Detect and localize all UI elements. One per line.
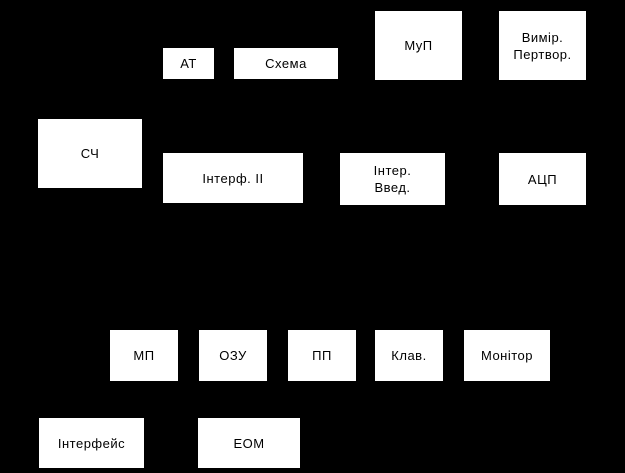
diagram-box-sch: СЧ [38,119,142,188]
box-label: МуП [404,38,433,53]
box-label: Інтер. Введ. [373,163,412,195]
box-label: АЦП [527,171,558,187]
diagram-box-monitor: Монітор [464,330,550,381]
diagram-box-interfeys: Інтерфейс [39,418,144,468]
box-label: Інтерфейс [57,435,126,451]
diagram-box-vymir-pertvor: Вимір. Пертвор. [499,11,586,80]
box-label: МП [133,348,155,363]
box-label: Клав. [391,348,427,363]
diagram-box-pp: ПП [288,330,356,381]
box-label: АТ [180,56,197,71]
diagram-box-eom: ЕОМ [198,418,300,468]
diagram-box-ozu: ОЗУ [199,330,267,381]
diagram-box-skhema: Схема [234,48,338,79]
box-label: Інтерф. ІІ [202,170,264,186]
diagram-box-interf-ii: Інтерф. ІІ [163,153,303,203]
box-label: СЧ [80,146,100,161]
diagram-box-mp: МП [110,330,178,381]
diagram-box-atsp: АЦП [499,153,586,205]
box-label: Вимір. Пертвор. [513,29,572,62]
box-label: ЕОМ [233,435,265,451]
diagram-box-inter-vved: Інтер. Введ. [340,153,445,205]
diagram-box-mup: МуП [375,11,462,80]
box-label: Монітор [480,348,534,363]
box-label: ОЗУ [219,348,247,363]
diagram-box-at: АТ [163,48,214,79]
diagram-box-klav: Клав. [375,330,443,381]
box-label: ПП [312,348,332,363]
box-label: Схема [265,56,307,71]
